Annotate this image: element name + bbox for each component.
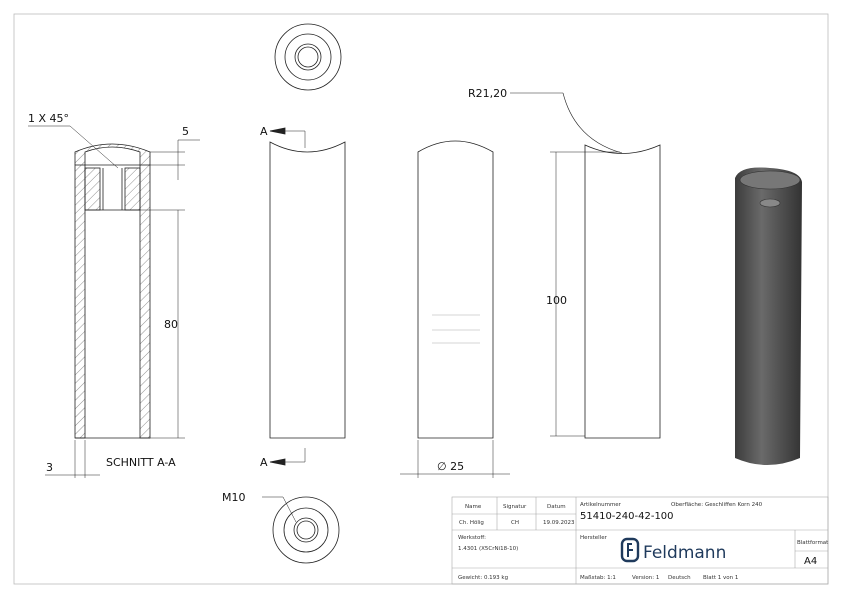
surface-value: Geschliffen Korn 240 <box>705 502 763 508</box>
manufacturer-name: Feldmann <box>643 543 726 563</box>
signature-value: CH <box>511 520 519 526</box>
radius-label: R21,20 <box>468 87 507 100</box>
article-number: 51410-240-42-100 <box>580 511 674 522</box>
section-view-a-a <box>28 125 200 478</box>
section-mark-bottom: A <box>260 456 268 469</box>
rear-view <box>510 92 661 439</box>
dim-80-label: 80 <box>164 318 178 331</box>
name-header: Name <box>465 504 482 510</box>
scale-value: Maßstab: 1:1 <box>580 575 616 581</box>
manufacturer-header: Hersteller <box>580 535 608 541</box>
signature-header: Signatur <box>503 504 527 510</box>
diameter-label: ∅ 25 <box>437 460 464 473</box>
date-header: Datum <box>547 504 566 510</box>
bottom-view <box>262 496 340 564</box>
thread-label: M10 <box>222 491 246 504</box>
front-view <box>269 127 346 466</box>
sheet-border <box>13 13 829 585</box>
feldmann-logo: Feldmann <box>620 537 726 563</box>
format-value: A4 <box>804 556 817 567</box>
title-block <box>451 496 829 585</box>
version-value: Version: 1 <box>632 575 659 581</box>
isometric-model <box>735 167 802 465</box>
side-view <box>400 140 510 478</box>
material-value: 1.4301 (X5CrNi18-10) <box>458 546 518 552</box>
material-header: Werkstoff: <box>458 535 486 541</box>
article-header: Artikelnummer <box>580 502 622 508</box>
date-value: 19.09.2023 <box>543 520 575 526</box>
top-view <box>274 23 342 91</box>
chamfer-label: 1 X 45° <box>28 112 69 125</box>
name-value: Ch. Hölig <box>459 520 484 526</box>
dim-3-label: 3 <box>46 461 53 474</box>
language-value: Deutsch <box>668 575 691 581</box>
surface-header: Oberfläche: <box>671 502 703 508</box>
weight-value: Gewicht: 0.193 kg <box>458 575 508 581</box>
format-header: Blattformat <box>797 540 829 546</box>
section-mark-top: A <box>260 125 268 138</box>
sheet-value: Blatt 1 von 1 <box>703 575 738 581</box>
section-label: SCHNITT A-A <box>106 456 176 469</box>
dim-5-label: 5 <box>182 125 189 138</box>
dim-100-label: 100 <box>546 294 567 307</box>
